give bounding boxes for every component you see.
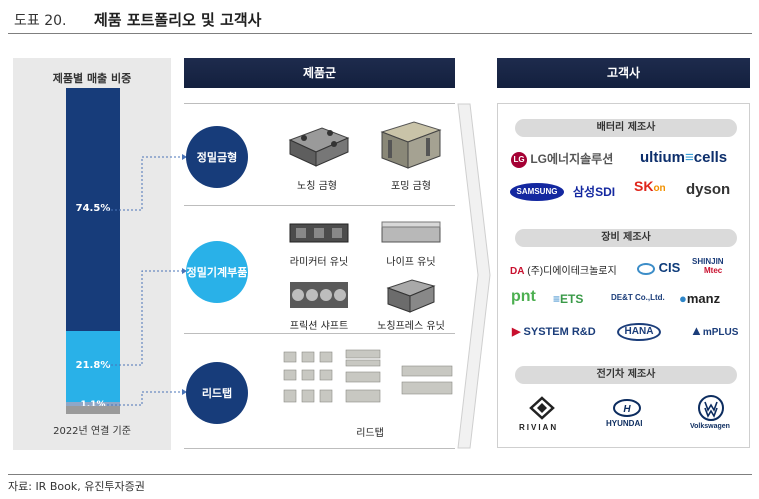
group-title-ev: 전기차 제조사 — [515, 366, 737, 384]
logo-text: cells — [693, 149, 728, 166]
sk-on-logo: SKon — [634, 178, 666, 194]
bar-segment-label: 1.1% — [66, 400, 120, 410]
logo-text: ETS — [560, 292, 584, 306]
source-note: 자료: IR Book, 유진투자증권 — [8, 480, 145, 493]
figure-title: 제품 포트폴리오 및 고객사 — [94, 11, 262, 29]
volkswagen-logo: Volkswagen — [690, 423, 730, 430]
knife-unit-image — [381, 221, 441, 243]
group-title-equipment: 장비 제조사 — [515, 229, 737, 247]
category-label: 리드탭 — [201, 387, 233, 400]
svg-text:H: H — [623, 404, 631, 415]
friction-shaft-image — [290, 282, 348, 308]
customers-box — [497, 103, 750, 448]
customers-header: 고객사 — [497, 58, 750, 88]
category-circle-machine-parts: 정밀기계부품 — [186, 241, 248, 303]
det-logo: DE&T Co.,Ltd. — [611, 293, 665, 302]
product-caption: 라미커터 유닛 — [289, 257, 349, 268]
logo-text: SYSTEM R&D — [523, 326, 596, 338]
manz-logo: ●manz — [679, 291, 721, 306]
bar-segment-3: 1.1% — [66, 400, 120, 410]
system-rnd-logo: ▶ SYSTEM R&D — [512, 326, 596, 338]
bar-segment-label: 74.5% — [75, 203, 111, 215]
category-circle-precision-mold: 정밀금형 — [186, 126, 248, 188]
volkswagen-icon — [698, 395, 724, 421]
samsung-logo: SAMSUNG — [510, 183, 564, 201]
chart-footer: 2022년 연결 기준 — [53, 426, 131, 437]
bar-segment-label: 21.8% — [75, 360, 111, 372]
footer-line — [8, 474, 752, 475]
logo-text: on — [653, 183, 666, 194]
flow-arrow — [457, 103, 491, 449]
product-caption: 포밍 금형 — [391, 181, 431, 192]
pnt-logo: pnt — [511, 288, 536, 306]
logo-text: SHINJIN — [692, 257, 724, 266]
chart-title: 제품별 매출 비중 — [52, 72, 132, 85]
revenue-share-panel: 제품별 매출 비중 74.5% 21.8% 1.1% 2022년 연결 기준 — [13, 58, 171, 450]
logo-text: (주)디에이테크놀로지 — [527, 266, 617, 277]
lami-cutter-unit-image — [289, 223, 349, 243]
group-title-battery: 배터리 제조사 — [515, 119, 737, 137]
da-technology-logo: DA (주)디에이테크놀로지 — [510, 266, 617, 277]
category-label: 정밀기계부품 — [186, 266, 248, 279]
product-caption: 노칭 금형 — [297, 181, 337, 192]
product-caption: 프릭션 샤프트 — [289, 321, 349, 332]
divider-mid2 — [184, 333, 455, 334]
lead-tab-image — [283, 349, 453, 403]
lg-energy-logo: LG LG에너지솔루션 — [511, 150, 613, 168]
mplus-logo: ▲mPLUS — [690, 323, 739, 338]
hyundai-icon: H — [613, 399, 641, 417]
logo-text: Mtec — [704, 266, 723, 275]
products-header: 제품군 — [184, 58, 455, 88]
ets-logo: ≡ETS — [553, 292, 584, 306]
logo-text: mPLUS — [702, 327, 739, 338]
logo-text: LG에너지솔루션 — [530, 152, 614, 166]
notching-mold-image — [288, 127, 350, 167]
logo-text: Volkswagen — [690, 423, 730, 430]
product-caption: 리드탭 — [356, 428, 384, 439]
rivian-logo: RIVIAN — [519, 423, 558, 432]
logo-text: 삼성SDI — [573, 185, 616, 199]
hana-logo: HANA — [617, 323, 661, 341]
samsung-sdi-logo: 삼성SDI — [573, 183, 615, 200]
category-label: 정밀금형 — [196, 151, 238, 164]
logo-text: SAMSUNG — [516, 187, 558, 196]
divider-mid1 — [184, 205, 455, 206]
logo-text: CIS — [658, 260, 681, 275]
rivian-icon — [529, 396, 555, 420]
category-circle-lead-tab: 리드탭 — [186, 362, 248, 424]
product-caption: 나이프 유닛 — [386, 257, 436, 268]
hyundai-logo: HYUNDAI — [606, 419, 642, 428]
logo-text: ultium — [640, 149, 685, 166]
title-bar: 도표 20. 제품 포트폴리오 및 고객사 — [8, 6, 752, 34]
divider-top — [184, 103, 455, 104]
logo-text: RIVIAN — [519, 423, 559, 432]
forming-mold-image — [380, 121, 442, 169]
bar-segment-1: 74.5% — [66, 88, 120, 331]
logo-text: DE&T Co.,Ltd. — [611, 293, 665, 302]
logo-text: manz — [686, 291, 721, 306]
bar-segment-4 — [66, 405, 120, 414]
divider-bottom — [184, 448, 455, 449]
figure-label: 도표 20. — [14, 13, 67, 29]
bar-segment-2: 21.8% — [66, 330, 120, 402]
notching-press-unit-image — [386, 279, 436, 313]
product-caption: 노칭프레스 유닛 — [377, 321, 445, 332]
ultium-cells-logo: ultium≡cells — [640, 149, 728, 166]
logo-text: HANA — [624, 326, 654, 337]
logo-text: dyson — [686, 181, 731, 198]
logo-text: HYUNDAI — [606, 419, 643, 428]
dyson-logo: dyson — [686, 181, 730, 198]
logo-text: SK — [634, 178, 654, 194]
cis-logo: CIS — [637, 260, 680, 275]
logo-text: pnt — [511, 288, 536, 305]
